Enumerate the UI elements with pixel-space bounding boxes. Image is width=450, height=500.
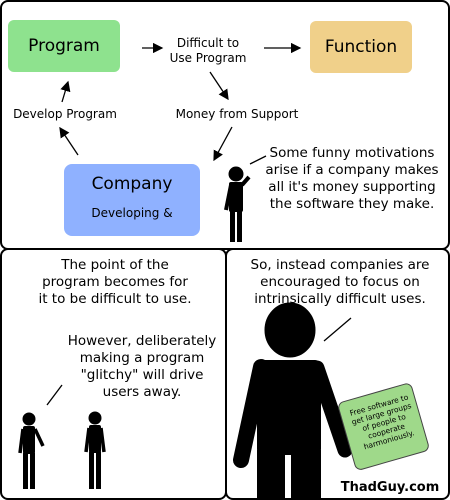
watermark: ThadGuy.com xyxy=(340,480,440,495)
bottom-left-panel: The point of the program becomes for it … xyxy=(0,248,227,500)
panel3-figure xyxy=(233,302,429,498)
note-card xyxy=(338,383,429,470)
arrow-develop-to-program xyxy=(60,80,71,103)
stick-person-icon xyxy=(233,302,353,498)
panel2-text-bottom: However, deliberately making a program "… xyxy=(67,333,217,400)
arrow-company-to-develop xyxy=(59,126,79,156)
company-title: Company xyxy=(91,174,173,194)
function-box: Function xyxy=(310,21,412,73)
speech-line xyxy=(323,317,352,342)
panel1-caption: Some funny motivations arise if a compan… xyxy=(265,145,439,212)
program-label: Program xyxy=(28,36,100,56)
arrow-difficult-to-money xyxy=(209,71,229,101)
speech-line xyxy=(46,384,63,406)
company-subtitle: Developing & xyxy=(91,206,173,220)
stick-person-icon xyxy=(18,412,45,489)
develop-label: Develop Program xyxy=(13,107,117,121)
top-panel: Program Function Difficult to Use Progra… xyxy=(0,0,450,250)
panel2-figures xyxy=(18,384,106,489)
bottom-right-panel: So, instead companies are encouraged to … xyxy=(225,248,450,500)
function-label: Function xyxy=(324,37,398,57)
company-box: Company Developing & xyxy=(64,164,200,236)
stick-person-icon xyxy=(84,411,106,489)
panel1-arrows xyxy=(59,42,302,242)
difficult-label: Difficult to Use Program xyxy=(169,36,247,65)
money-label: Money from Support xyxy=(175,107,299,121)
speech-line xyxy=(249,155,267,165)
stick-person-icon xyxy=(224,166,251,242)
program-box: Program xyxy=(8,20,120,72)
arrow-money-to-company xyxy=(213,126,233,162)
panel3-text-top: So, instead companies are encouraged to … xyxy=(250,257,430,307)
panel2-text-top: The point of the program becomes for it … xyxy=(38,257,192,307)
